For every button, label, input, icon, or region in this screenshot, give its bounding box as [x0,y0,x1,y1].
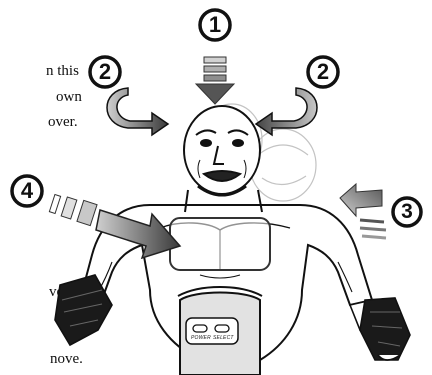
down-arrow [196,57,234,104]
badge-4: 4 [12,176,42,206]
badge-2-right: 2 [308,57,338,87]
select-label: SELECT [213,335,234,341]
select-button [215,325,229,332]
badge-2-left-label: 2 [90,57,120,87]
power-label: POWER [191,335,211,341]
head [184,106,260,195]
chest-target-box [170,218,270,270]
badge-3: 3 [393,198,421,226]
badge-4-label: 4 [12,176,42,206]
badge-1: 1 [200,10,230,40]
badge-1-label: 1 [200,10,230,40]
power-button [193,325,207,332]
badge-2-left: 2 [90,57,120,87]
badge-2-right-label: 2 [308,57,338,87]
curl-arrow-right [256,88,317,135]
right-glove [350,298,410,360]
controller-base [178,287,262,375]
badge-3-label: 3 [393,198,421,226]
curl-arrow-left [107,88,168,135]
